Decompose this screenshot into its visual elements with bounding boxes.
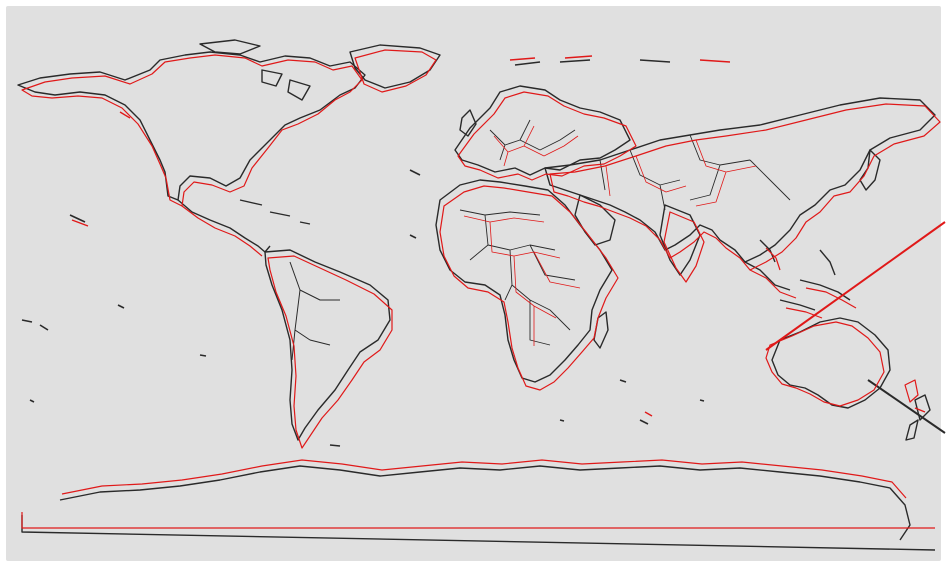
reference-coastlines-layer [17, 39, 946, 551]
coastline-north-america [17, 51, 366, 201]
coastline-antarctica [59, 465, 911, 541]
overlay-bottom-edge [21, 512, 935, 529]
coastline-australia [771, 317, 891, 409]
overlay-new-zealand [904, 379, 919, 403]
red-diagonal-artifact [765, 221, 946, 351]
south-america-borders [289, 261, 340, 361]
caribbean-islands [239, 199, 311, 225]
overlay-south-america [267, 255, 393, 449]
coastline-europe [454, 85, 631, 176]
overlay-africa-borders [463, 215, 581, 346]
coastline-central-america [177, 199, 271, 253]
overlay-greenland [354, 49, 437, 93]
overlay-central-america [181, 205, 263, 257]
canadian-islands [199, 39, 311, 101]
overlay-antarctica [61, 459, 907, 499]
new-zealand [905, 394, 931, 441]
arabian-peninsula [574, 194, 616, 246]
overlay-scattered-islands [71, 55, 926, 417]
overlay-australia [765, 321, 885, 407]
europe-borders [489, 119, 576, 161]
asia-borders [599, 134, 791, 211]
map-bottom-edge [21, 515, 936, 551]
overlay-indian-subcontinent [663, 211, 705, 283]
black-diagonal-artifact [867, 379, 946, 434]
scattered-islands [21, 59, 705, 447]
coastline-asia [544, 97, 936, 263]
africa-borders [459, 209, 576, 346]
projected-overlay-layer [21, 49, 946, 529]
overlay-europe-borders [493, 125, 579, 167]
overlay-north-america [21, 54, 363, 207]
overlay-southeast-asia [749, 247, 857, 319]
coastline-south-america [264, 249, 391, 441]
overlay-africa [439, 185, 619, 391]
southeast-asia-islands [744, 239, 851, 311]
british-isles [459, 109, 477, 137]
overlay-europe [457, 91, 637, 181]
overlay-asia-borders [605, 139, 757, 207]
japan [859, 149, 881, 191]
indian-subcontinent [659, 204, 701, 276]
coastline-africa [435, 179, 613, 383]
overlay-asia [549, 103, 941, 271]
